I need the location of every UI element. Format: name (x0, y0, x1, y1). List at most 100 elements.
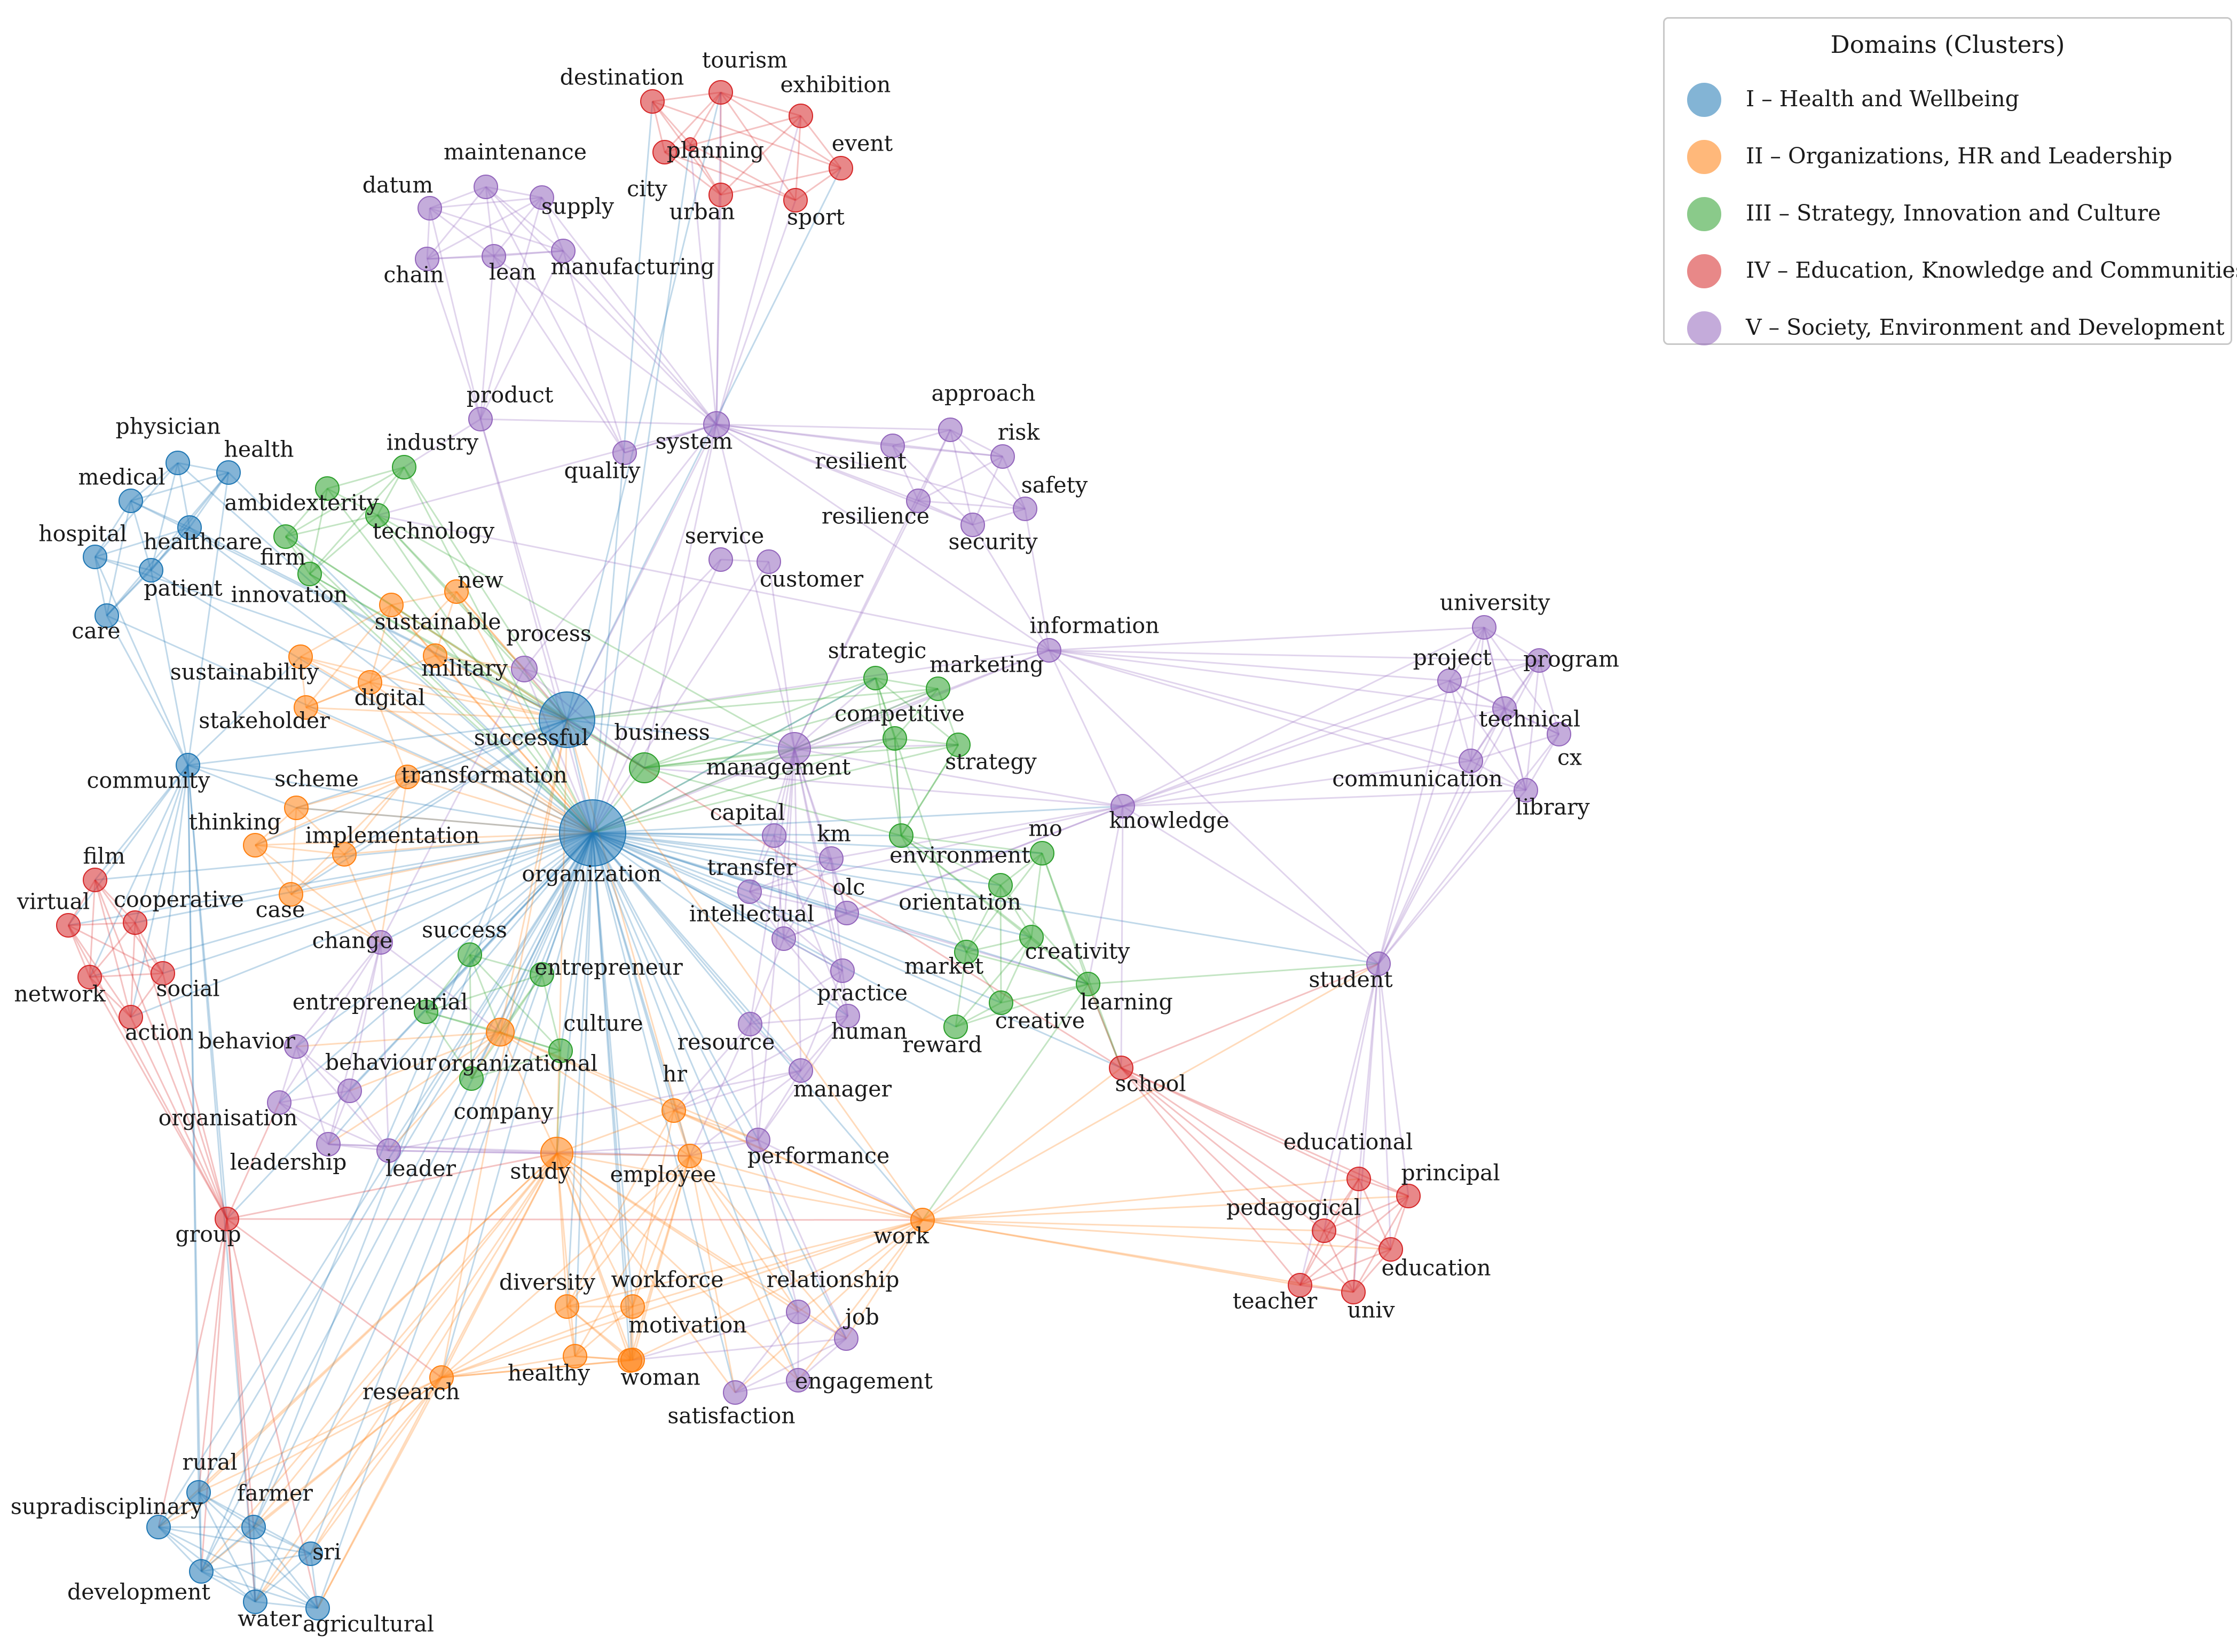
edge-student-technical (1377, 708, 1506, 964)
edge-group-agricultural (226, 1218, 319, 1609)
node-mo (1030, 841, 1054, 866)
node-knowledge (1110, 794, 1135, 819)
network-labels: destinationtourismexhibitionplanningcity… (11, 48, 1619, 1637)
edge-km-transfer (749, 858, 832, 893)
edge-competitive-organization (592, 737, 895, 834)
node-digital (358, 670, 382, 695)
node-teacher (1288, 1273, 1312, 1297)
edge-environment-orientation (901, 835, 1001, 886)
edge-supply-lean (493, 197, 543, 257)
node-principal (1396, 1184, 1421, 1208)
edge-health-community (187, 472, 230, 766)
edge-group-farmer (226, 1218, 255, 1528)
edge-service-successful (566, 558, 722, 721)
edge-principal-pedagogical (1324, 1195, 1409, 1232)
node-label-education: education (1382, 1255, 1491, 1281)
node-creativity (1019, 925, 1044, 949)
node-organisation (267, 1090, 292, 1115)
edge-organization-cooperative (135, 832, 593, 924)
edge-information-student (1048, 649, 1380, 965)
edge-sustainability-digital (300, 656, 371, 683)
node-label-planning: planning (667, 138, 764, 163)
legend-swatch-cluster-1 (1687, 83, 1721, 117)
edge-group-social (162, 973, 228, 1220)
node-technology (365, 503, 390, 528)
node-label-capital: capital (710, 800, 785, 825)
edge-successful-tourism (566, 92, 722, 720)
node-label-tourism: tourism (702, 48, 787, 73)
edge-management-olc (793, 748, 848, 914)
edge-film-action (94, 879, 132, 1018)
edge-business-environment (644, 767, 902, 837)
edge-leader-study (388, 1150, 557, 1154)
edge-medical-care (106, 500, 132, 616)
edge-successful-scheme (296, 719, 568, 809)
edge-study-farmer (253, 1153, 558, 1528)
edge-military-organization (434, 655, 594, 833)
edge-group-development (200, 1218, 228, 1572)
node-transformation (395, 765, 420, 789)
edge-marketing-organization (592, 688, 939, 834)
edge-system-management (715, 424, 795, 749)
edge-organization-engagement (592, 832, 799, 1381)
edge-digital-organization (369, 681, 593, 834)
edge-strategy-environment (900, 744, 959, 836)
edge-strategy-organization (592, 744, 959, 834)
edge-orientation-market (965, 885, 1002, 953)
edge-study-satisfaction (556, 1153, 736, 1393)
edge-group-work (226, 1218, 923, 1221)
edge-successful-event (566, 168, 842, 720)
node-behaviour (337, 1079, 362, 1103)
edge-work-satisfaction (734, 1219, 924, 1394)
node-label-maintenance: maintenance (444, 139, 587, 165)
edge-resource-performance (749, 1024, 759, 1140)
edge-system-process (523, 424, 718, 670)
node-leadership (316, 1132, 341, 1157)
node-label-organization: organization (522, 861, 661, 887)
edge-system-urban (715, 194, 722, 425)
edge-datum-supply (429, 196, 542, 209)
node-label-hr: hr (663, 1061, 687, 1087)
edge-technology-successful (376, 514, 568, 721)
node-label-km: km (817, 821, 851, 847)
edge-organization-study (556, 832, 594, 1154)
node-process (511, 656, 538, 682)
node-sustainable (379, 593, 404, 617)
node-label-library: library (1515, 794, 1590, 820)
node-label-study: study (510, 1159, 571, 1184)
edge-military-process (435, 655, 525, 670)
edge-planning-sport (664, 151, 796, 201)
edge-employee-job (689, 1155, 847, 1339)
node-label-work: work (873, 1223, 930, 1249)
edge-entrepreneur-entrepreneurial (426, 973, 542, 1013)
edge-success-culture (469, 954, 562, 1052)
edge-quality-lean (493, 256, 626, 453)
edge-development-agricultural (201, 1570, 318, 1609)
edge-new-organization (455, 591, 594, 833)
node-label-digital: digital (355, 685, 426, 711)
edge-management-manager (793, 748, 802, 1071)
legend-item-cluster-5: V – Society, Environment and Development (1677, 305, 2227, 348)
edge-environment-strategy (900, 744, 959, 836)
edge-intellectual-resource (749, 938, 785, 1025)
edge-practice-manager (800, 970, 844, 1071)
edge-research-sri (310, 1377, 443, 1554)
edge-organization-hr (592, 832, 675, 1111)
edge-management-competitive (794, 737, 895, 750)
edge-community-social (162, 765, 189, 974)
node-behavior (284, 1034, 309, 1059)
edge-maintenance-chain (426, 186, 487, 259)
node-label-community: community (87, 768, 211, 793)
edge-group-study (226, 1152, 557, 1220)
edge-datum-manufacturing (429, 207, 564, 252)
edge-organization-manager (592, 832, 802, 1071)
edge-learning-school (1087, 984, 1122, 1068)
edge-group-action (130, 1017, 228, 1220)
edge-organization-city (592, 144, 691, 833)
edge-group-supradisciplinary (157, 1218, 228, 1528)
edge-technical-library (1503, 708, 1527, 791)
edge-school-pedagogical (1121, 1067, 1325, 1232)
node-innovation (297, 562, 322, 586)
node-label-new: new (458, 568, 503, 593)
node-relationship (786, 1300, 810, 1324)
